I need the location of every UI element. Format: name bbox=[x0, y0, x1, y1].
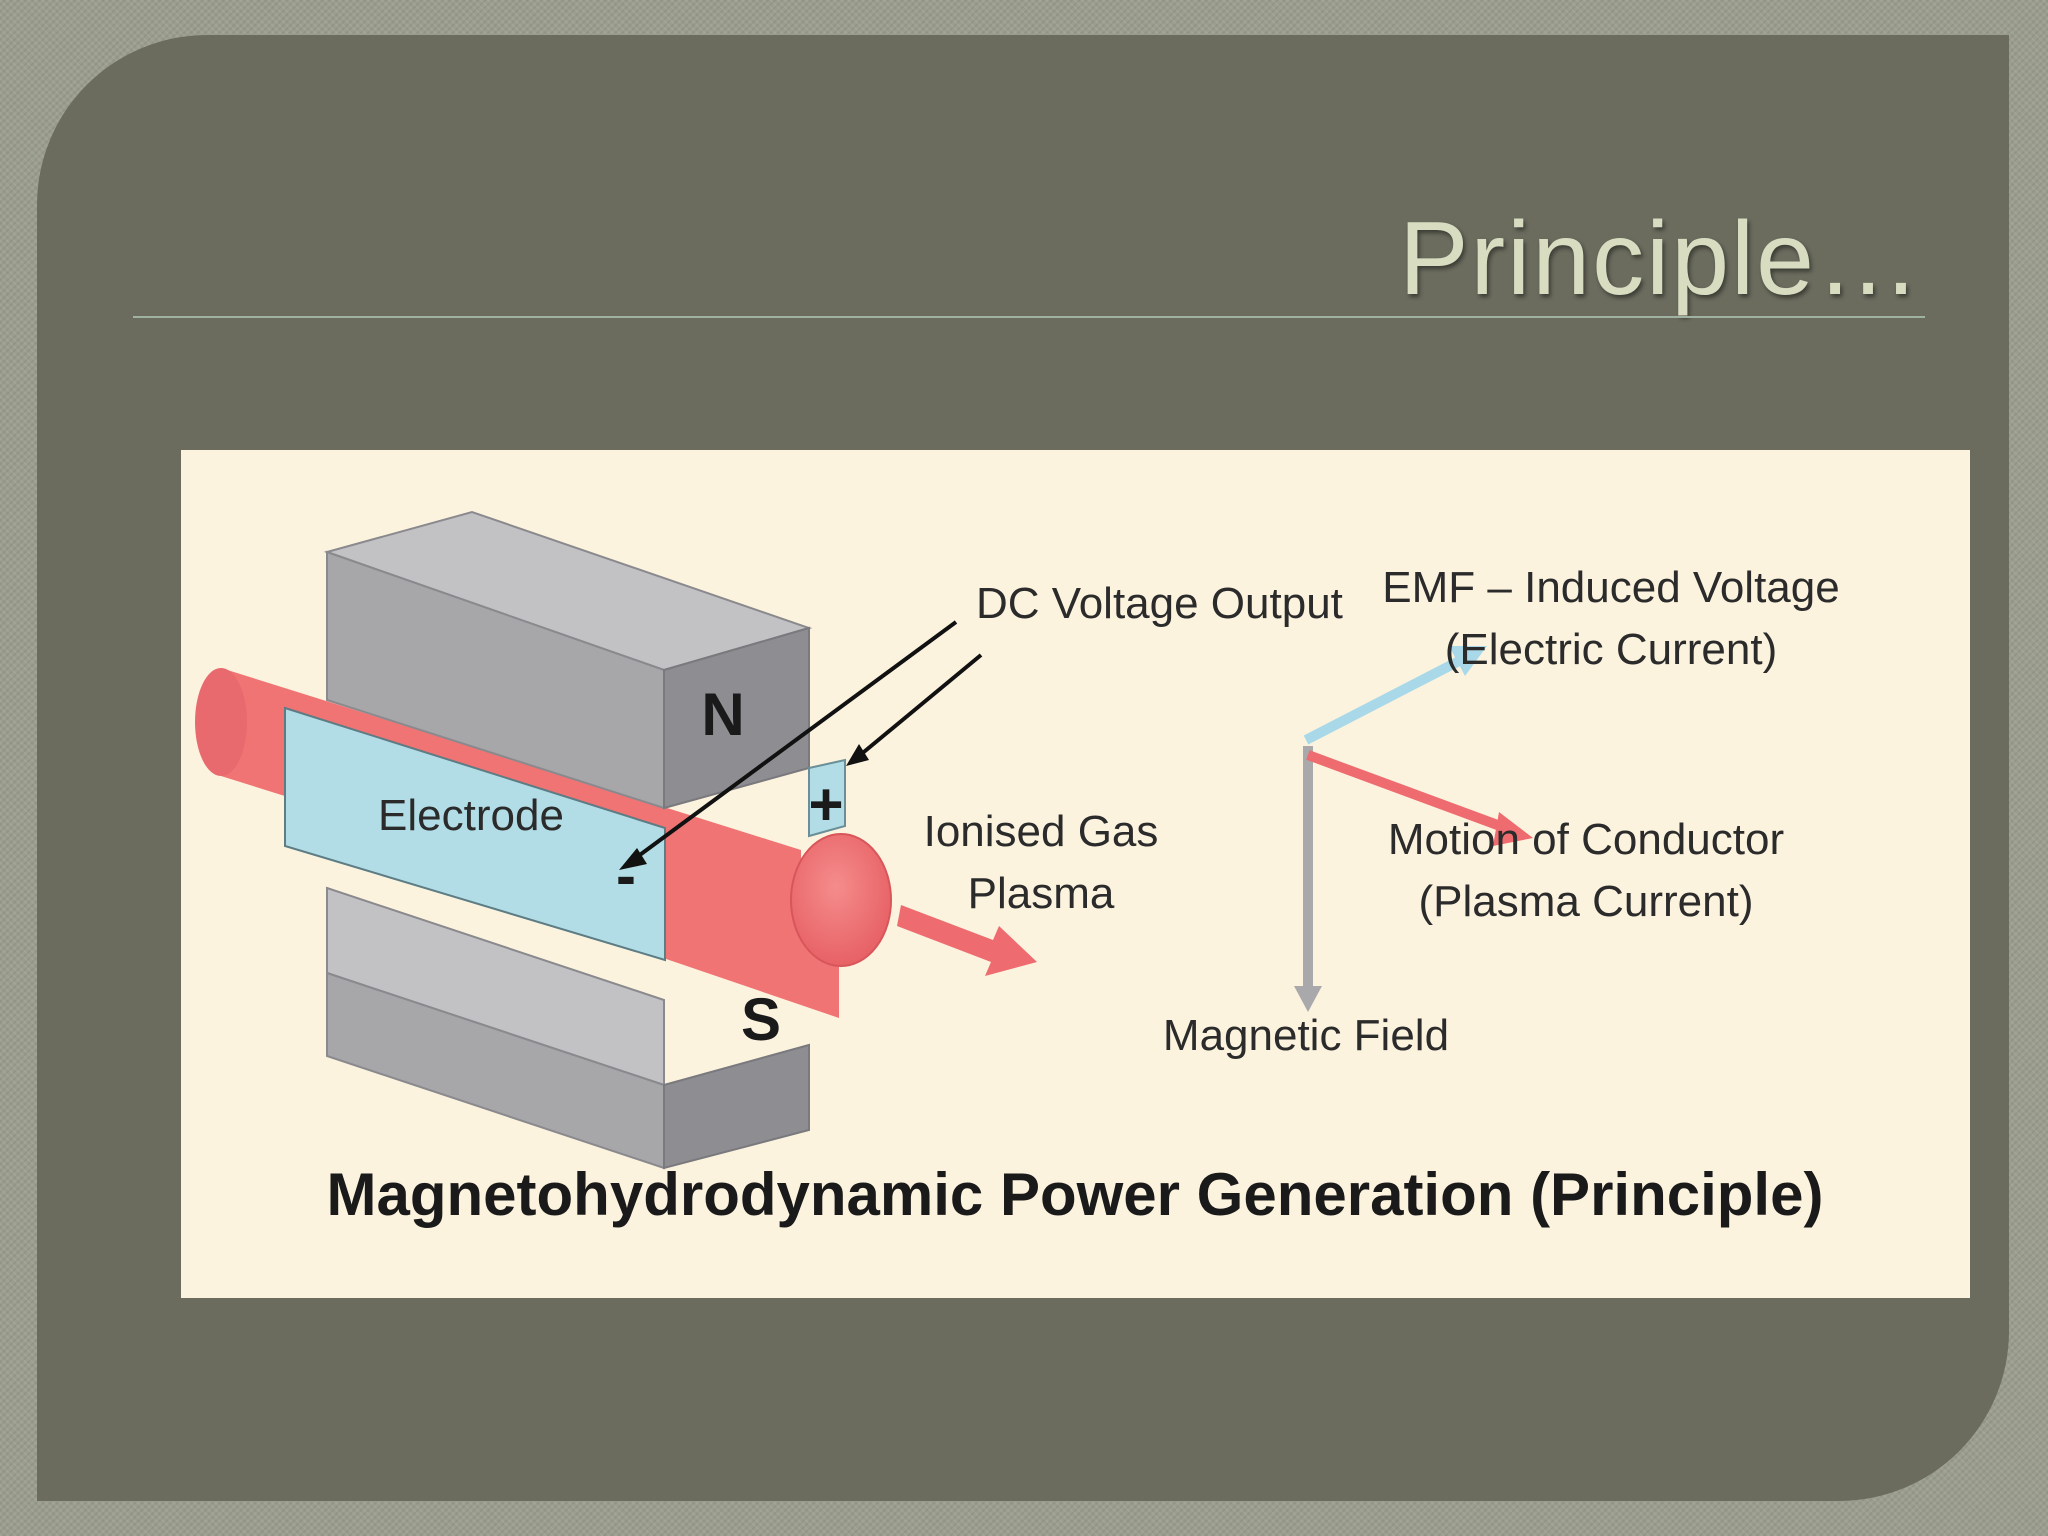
electrode-front-plate bbox=[284, 706, 666, 962]
mhd-diagram-svg: N S + Electrode - bbox=[195, 510, 1840, 1228]
electrode-positive bbox=[808, 758, 846, 838]
title-divider bbox=[133, 316, 1925, 318]
electrode-label: Electrode bbox=[378, 791, 564, 840]
motion-label-line2: (Plasma Current) bbox=[1419, 877, 1754, 926]
plasma-flow-arrow bbox=[897, 905, 1037, 976]
motion-arrowhead bbox=[1493, 812, 1533, 846]
leader-to-positive bbox=[857, 653, 983, 758]
dc-voltage-output-label: DC Voltage Output bbox=[976, 579, 1343, 628]
leader-negative-arrowhead bbox=[619, 848, 647, 870]
north-magnet: N bbox=[323, 510, 813, 810]
south-magnet: S bbox=[326, 886, 810, 1170]
plasma-label-line1: Ionised Gas bbox=[924, 807, 1159, 856]
leader-to-negative bbox=[631, 620, 958, 862]
leader-positive-arrowhead bbox=[846, 744, 869, 766]
emf-label-line1: EMF – Induced Voltage bbox=[1382, 563, 1839, 612]
dc-output-leaders bbox=[619, 620, 983, 870]
magnetic-field-label: Magnetic Field bbox=[1163, 1011, 1449, 1060]
plasma-rear-end bbox=[195, 668, 247, 776]
motion-label-line1: Motion of Conductor bbox=[1388, 815, 1784, 864]
pole-label-south: S bbox=[741, 986, 781, 1053]
magnetic-field-arrowhead bbox=[1294, 986, 1322, 1012]
south-magnet-side-face bbox=[663, 1043, 810, 1170]
emf-vector bbox=[1303, 655, 1464, 745]
emf-arrowhead bbox=[1449, 646, 1487, 676]
electrode-plus-sign: + bbox=[808, 771, 843, 838]
figure-caption: Magnetohydrodynamic Power Generation (Pr… bbox=[327, 1161, 1824, 1228]
pole-label-north: N bbox=[701, 681, 744, 748]
plasma-front-end bbox=[790, 833, 892, 967]
slide-background: Principle… N bbox=[37, 35, 2009, 1501]
vector-triad bbox=[1294, 646, 1533, 1012]
mhd-principle-figure: N S + Electrode - bbox=[181, 450, 1970, 1298]
motion-vector bbox=[1306, 750, 1513, 835]
electrode-minus-sign: - bbox=[616, 842, 636, 909]
emf-label-line2: (Electric Current) bbox=[1445, 625, 1778, 674]
slide-title: Principle… bbox=[1399, 201, 1922, 317]
plasma-label-line2: Plasma bbox=[968, 869, 1115, 918]
